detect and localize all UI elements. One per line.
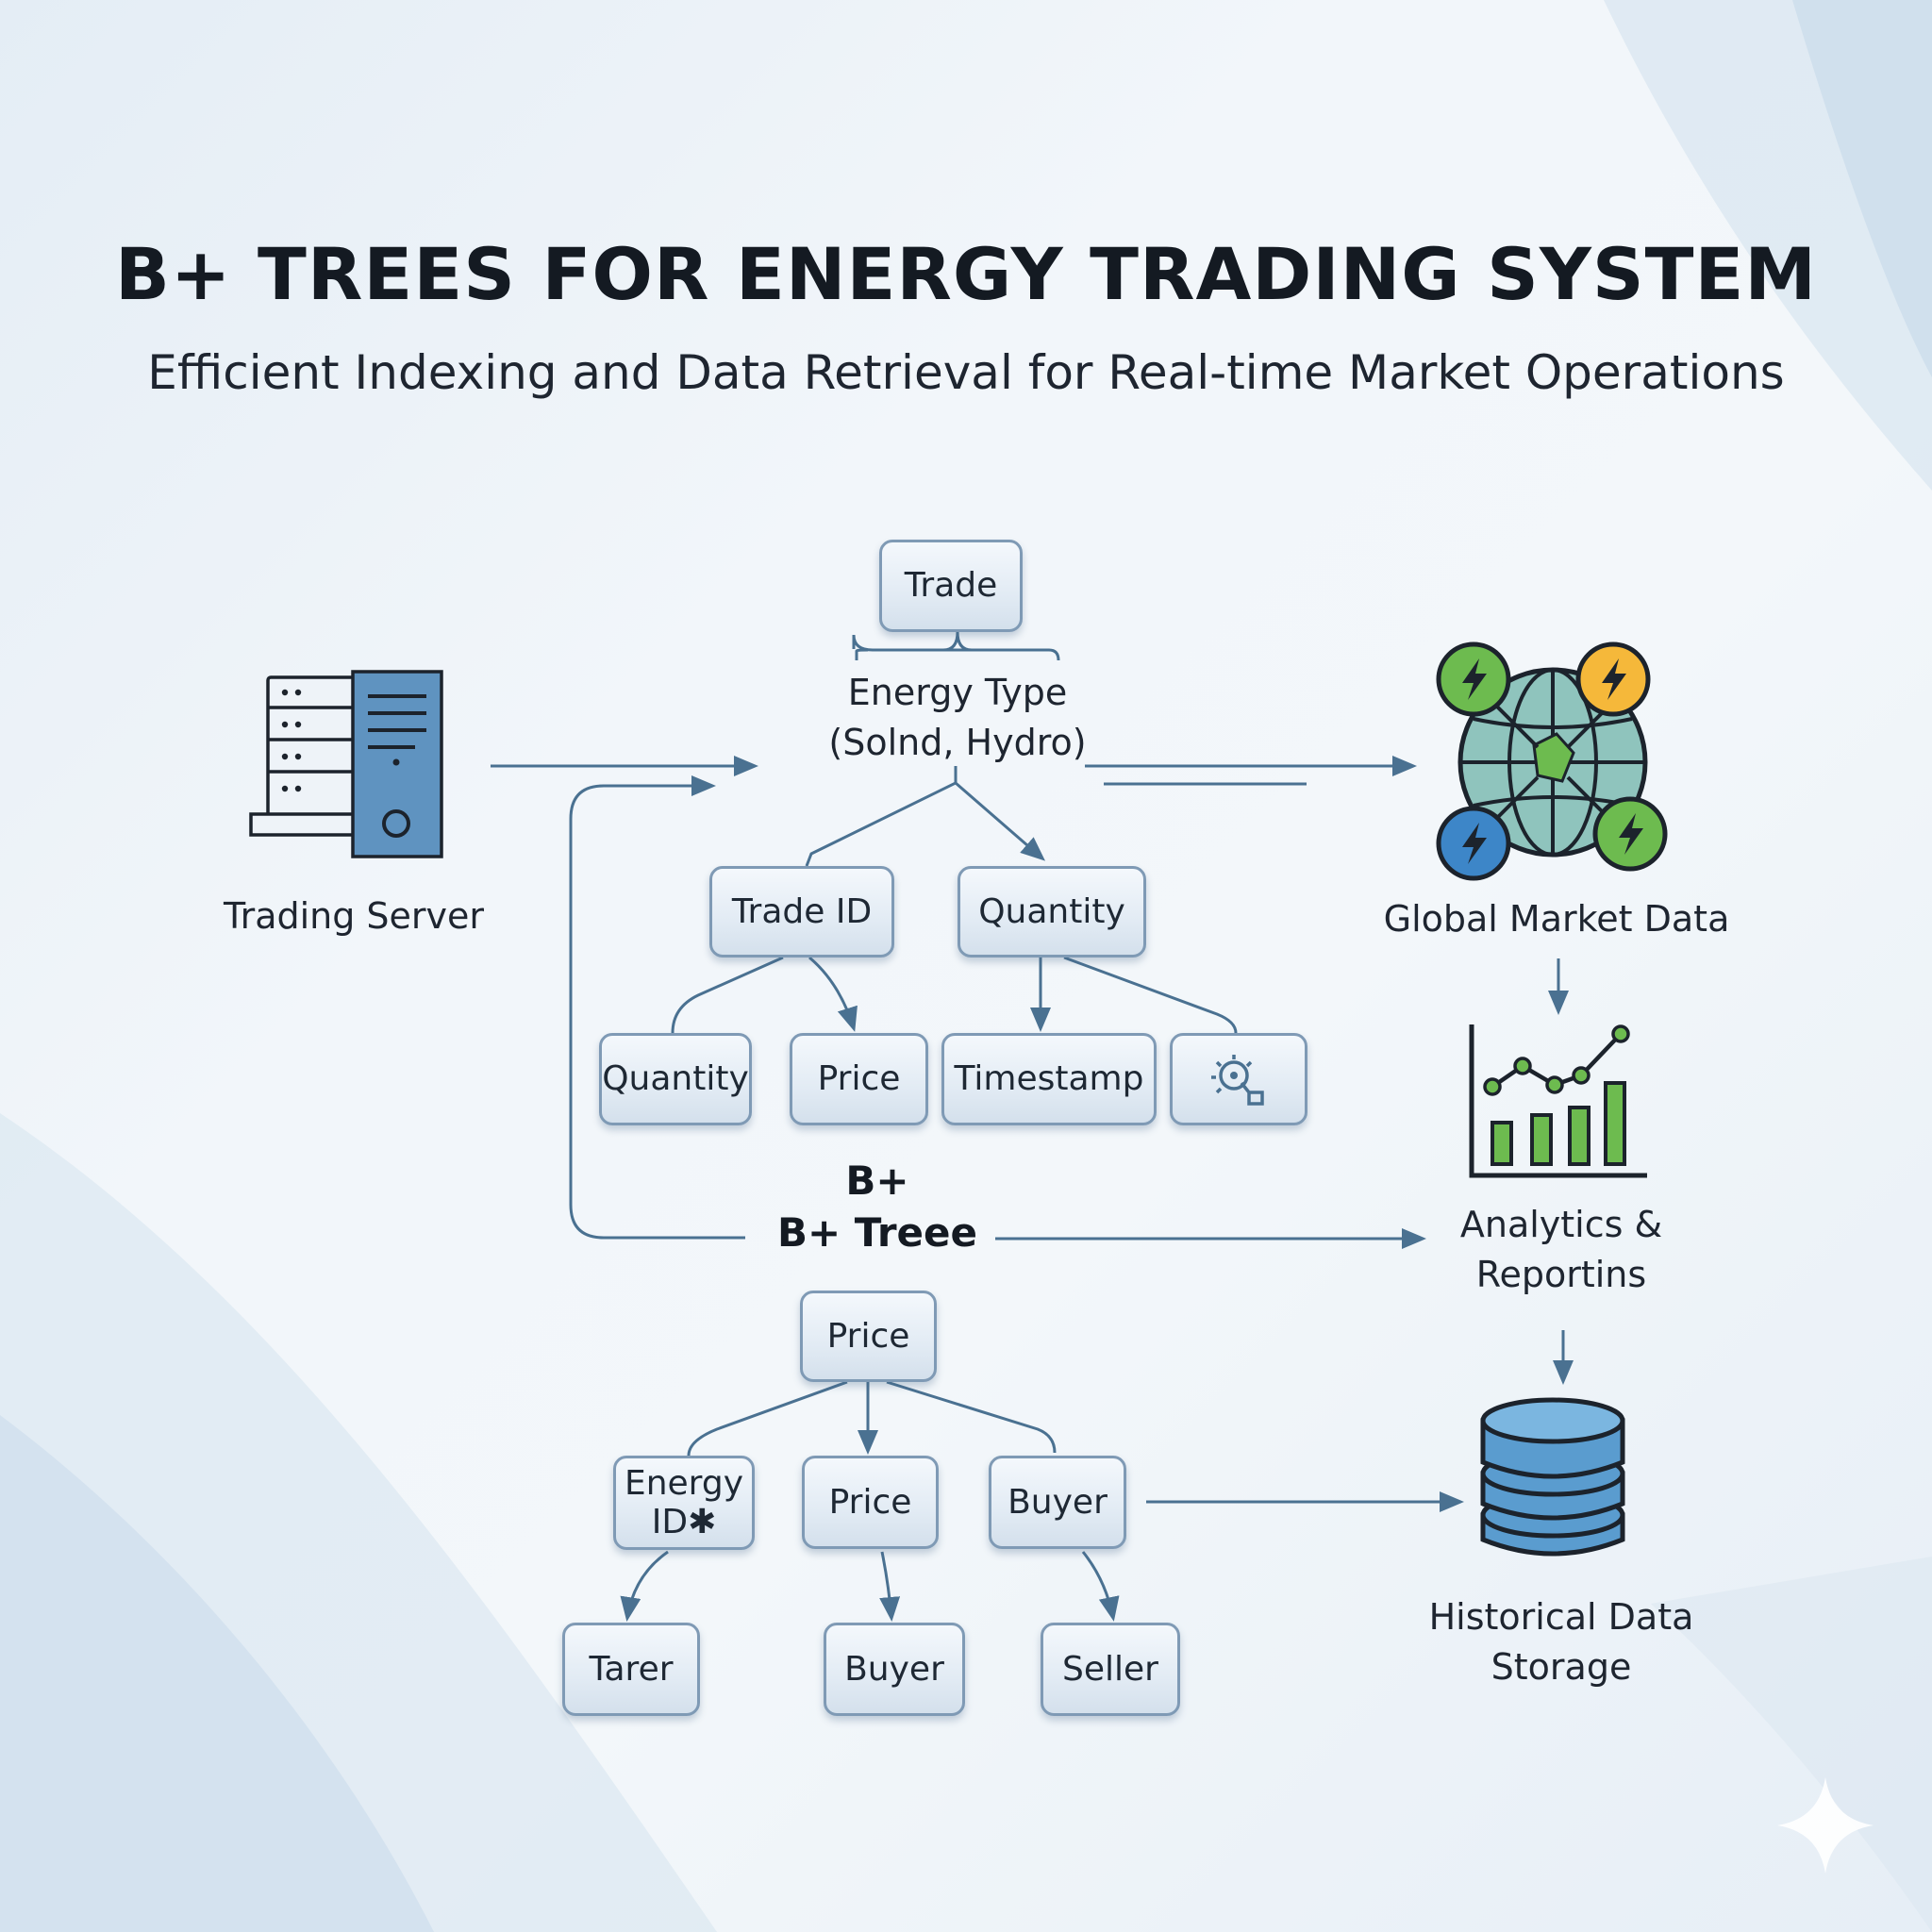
storage-line2: Storage [1491, 1646, 1632, 1689]
page-title: B+ TREES FOR ENERGY TRADING SYSTEM [114, 232, 1817, 316]
bplus-line2: B+ Treee [776, 1208, 978, 1256]
node-leaf-tarer[interactable]: Tarer [562, 1623, 700, 1716]
database-icon [1480, 1397, 1625, 1557]
energy-type-line2: (Solnd, Hydro) [828, 722, 1087, 764]
energy-id-line2: ID✱ [651, 1503, 717, 1541]
page-subtitle: Efficient Indexing and Data Retrieval fo… [147, 345, 1785, 400]
arrow-tree-loop [569, 775, 745, 1240]
node-energy-id[interactable]: Energy ID✱ [613, 1456, 755, 1550]
connector-tradeid-to-price [808, 956, 858, 1032]
node-trade-id[interactable]: Trade ID [709, 866, 894, 958]
node-leaf-quantity[interactable]: Quantity [599, 1033, 752, 1125]
node-trade[interactable]: Trade [879, 540, 1023, 632]
connector-price-to-buyer-leaf [879, 1551, 901, 1622]
connector-price-to-buyer [886, 1380, 1057, 1454]
energy-type-line1: Energy Type [847, 672, 1068, 713]
node-leaf-seller[interactable]: Seller [1041, 1623, 1180, 1716]
storage-label: Historical Data Storage [1396, 1592, 1726, 1692]
node-bottom-buyer[interactable]: Buyer [989, 1456, 1126, 1549]
storage-line1: Historical Data [1428, 1596, 1694, 1638]
analytics-chart-icon [1469, 1024, 1647, 1178]
energy-id-line1: Energy [624, 1463, 744, 1503]
sparkle-icon [1777, 1777, 1874, 1874]
brace-trade [852, 631, 1060, 661]
analytics-line1: Analytics & [1459, 1204, 1663, 1245]
node-leaf-price[interactable]: Price [790, 1033, 928, 1125]
server-icon [249, 670, 443, 858]
analytics-label: Analytics & Reportins [1396, 1200, 1726, 1300]
node-leaf-icon[interactable] [1170, 1033, 1307, 1125]
node-leaf-buyer[interactable]: Buyer [824, 1623, 965, 1716]
node-bottom-price[interactable]: Price [800, 1291, 937, 1382]
bplus-tree-label: B+ B+ Treee [736, 1156, 1019, 1258]
bplus-line1: B+ [845, 1158, 909, 1204]
globe-energy-icon [1436, 641, 1668, 881]
connector-energyid-to-tarer [620, 1550, 669, 1622]
analytics-line2: Reportins [1475, 1254, 1647, 1296]
connector-energy-to-quantity [954, 766, 1046, 861]
server-label: Trading Server [223, 895, 485, 937]
energy-type-label: Energy Type (Solnd, Hydro) [802, 668, 1113, 768]
gear-search-icon [1211, 1055, 1264, 1106]
connector-energy-to-tradeid [805, 766, 958, 867]
node-bottom-price-child[interactable]: Price [802, 1456, 939, 1549]
node-leaf-timestamp[interactable]: Timestamp [941, 1033, 1157, 1125]
node-quantity[interactable]: Quantity [958, 866, 1146, 958]
connector-buyer-to-seller [1081, 1551, 1120, 1622]
connector-tradeid-to-quantity [671, 956, 784, 1034]
global-market-label: Global Market Data [1383, 898, 1730, 940]
connector-quantity-to-icon [1063, 956, 1238, 1034]
connector-price-to-energyid [687, 1380, 848, 1457]
